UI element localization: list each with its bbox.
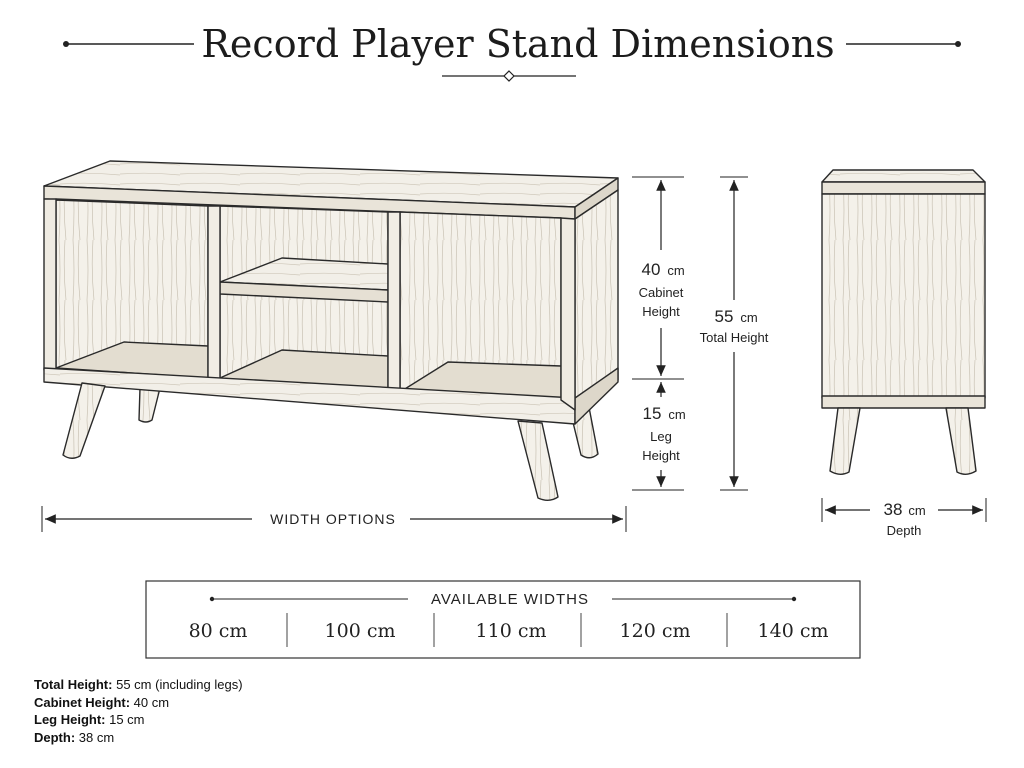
spec-line: Total Height: 55 cm (including legs) [34,676,243,694]
total-height-dimension: 55 cm Total Height [700,176,769,491]
available-widths-box: AVAILABLE WIDTHS 80 cm 100 cm 110 cm 120… [145,580,861,659]
depth-dimension: 38 cm Depth [821,498,987,538]
side-top-surface [821,169,986,183]
title-block: Record Player Stand Dimensions [63,22,961,82]
width-options-label: WIDTH OPTIONS [270,511,396,527]
back-left-leg [138,387,161,423]
title-left-dot [63,41,69,47]
cabinet-height-value: 40 [642,260,661,279]
width-option: 100 cm [325,620,396,642]
spec-line: Leg Height: 15 cm [34,711,243,729]
side-top-edge [821,181,986,195]
cabinet-right-post [560,217,576,411]
leg-height-label-1: Leg [650,429,672,444]
leg-height-dimension: 15 cm Leg Height [632,382,686,491]
side-bottom-rail [821,395,986,409]
total-height-unit: cm [740,310,757,325]
depth-unit: cm [908,503,925,518]
leg-height-unit: cm [668,407,685,422]
width-option: 140 cm [758,620,829,642]
front-view-cabinet [43,160,619,501]
heading-dot-right [791,596,797,602]
cabinet-height-unit: cm [667,263,684,278]
spec-key: Leg Height: [34,712,106,727]
width-option: 120 cm [620,620,691,642]
spec-key: Total Height: [34,677,113,692]
spec-value: 38 cm [75,729,115,745]
specs-list: Total Height: 55 cm (including legs) Cab… [34,676,243,746]
available-widths-frame [145,580,861,659]
side-left-leg [829,407,861,475]
total-height-value: 55 [715,307,734,326]
spec-value: 15 cm [105,712,145,727]
side-right-leg [945,407,977,475]
title-diamond-ornament [503,70,515,82]
front-left-leg [62,382,106,459]
depth-value: 38 [884,500,903,519]
cabinet-height-dimension: 40 cm Cabinet Height [632,176,685,380]
spec-key: Cabinet Height: [34,694,131,710]
available-widths-heading: AVAILABLE WIDTHS [431,591,589,608]
width-options-dimension: WIDTH OPTIONS [41,506,627,532]
cabinet-left-side [43,198,57,371]
spec-key: Depth: [34,729,76,745]
spec-value: 55 cm (including legs) [112,677,243,692]
left-divider [207,205,221,380]
spec-line: Cabinet Height: 40 cm [34,694,243,712]
leg-height-label-2: Height [642,448,680,463]
cabinet-height-label-2: Height [642,304,680,319]
cabinet-height-label-1: Cabinet [639,285,684,300]
depth-label: Depth [887,523,922,538]
spec-line: Depth: 38 cm [34,729,243,747]
side-view-cabinet [821,169,986,475]
leg-height-value: 15 [643,404,662,423]
page-title: Record Player Stand Dimensions [201,22,834,66]
width-option: 110 cm [476,620,547,642]
width-option: 80 cm [189,620,248,642]
title-right-dot [955,41,961,47]
front-right-leg [517,420,559,501]
spec-value: 40 cm [130,694,170,710]
right-divider [387,211,401,394]
heading-dot-left [209,596,215,602]
total-height-label: Total Height [700,330,769,345]
cabinet-bottom-side [574,367,619,425]
side-panel [821,193,986,399]
